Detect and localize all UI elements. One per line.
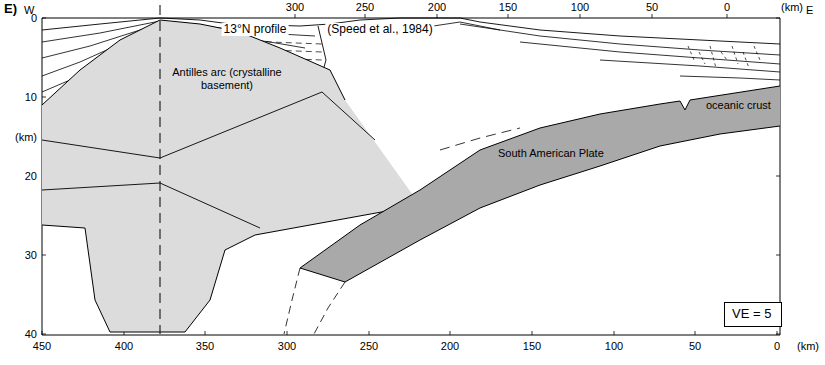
tick (287, 331, 288, 335)
axis-number: 250 (360, 340, 378, 352)
tick (695, 331, 696, 335)
axis-number: 100 (571, 1, 589, 13)
axis-number: 300 (278, 340, 296, 352)
axis-number: 10 (25, 91, 37, 103)
axis-number: 400 (115, 340, 133, 352)
axis-number: 200 (441, 340, 459, 352)
arc-axis-line (160, 5, 161, 334)
tick (776, 18, 780, 19)
plate-label: South American Plate (498, 147, 604, 160)
thrust-fault (710, 46, 716, 68)
tick (42, 18, 46, 19)
sediment-layer (680, 76, 780, 80)
tick (295, 14, 296, 18)
arc-crust-shape (42, 18, 420, 335)
thrust-fault (721, 52, 727, 60)
region-label: Antilles arc (crystalline basement) (168, 66, 286, 91)
axis-number: 300 (286, 1, 304, 13)
panel-letter: E) (4, 2, 17, 16)
direction-label: E (806, 4, 813, 16)
axis-unit: (km) (781, 1, 803, 13)
profile-title: 13°N profile (222, 23, 289, 36)
internal-boundary (42, 183, 260, 228)
axis-number: 150 (499, 1, 517, 13)
subducting-plate-outline (300, 126, 780, 282)
arc-crust-fill (42, 20, 420, 332)
sediment-layer (460, 24, 780, 55)
tick (450, 331, 451, 335)
subducting-plate-fill (300, 86, 780, 282)
tick (776, 334, 780, 335)
subducting-plate: South American Plate oceanic crust (280, 80, 780, 290)
slab-extension (314, 282, 345, 334)
frame (42, 18, 780, 335)
tick (532, 331, 533, 335)
vertical-exaggeration-box: VE = 5 (724, 302, 782, 327)
axis-number: 0 (724, 1, 730, 13)
tick (42, 255, 46, 256)
tick (580, 14, 581, 18)
slab-extension (284, 268, 300, 334)
thrust-fault (732, 46, 738, 64)
tick (776, 176, 780, 177)
axis-number: 450 (33, 340, 51, 352)
crust-label: oceanic crust (706, 99, 771, 112)
axis-number: 20 (25, 170, 37, 182)
axis-number: 0 (774, 340, 780, 352)
tick (369, 331, 370, 335)
sediment-layer (600, 60, 780, 72)
tick (437, 14, 438, 18)
scale-note: VE = 5 (732, 307, 774, 322)
tick (42, 97, 46, 98)
thrust-fault (688, 46, 694, 60)
axis-number: 40 (25, 328, 37, 340)
thrust-fault (743, 52, 749, 68)
tick (365, 14, 366, 18)
tick (42, 334, 46, 335)
internal-boundary (42, 92, 375, 158)
axis-number: 50 (646, 1, 658, 13)
axis-number: 250 (356, 1, 374, 13)
axis-number: 100 (605, 340, 623, 352)
tick (205, 331, 206, 335)
tick (727, 14, 728, 18)
thrust-fault (699, 52, 705, 64)
axis-number: 30 (25, 249, 37, 261)
sediment-layer (520, 42, 780, 64)
axis-number: 200 (428, 1, 446, 13)
tick (776, 255, 780, 256)
subducting-plate-shape (280, 80, 780, 290)
axis-unit: (km) (15, 131, 37, 143)
axis-number: 350 (196, 340, 214, 352)
axis-number: 50 (689, 340, 701, 352)
citation: (Speed et al., 1984) (325, 23, 434, 36)
axis-number: 0 (31, 12, 37, 24)
arc-crust: Antilles arc (crystalline basement) (42, 18, 420, 335)
tick (614, 331, 615, 335)
axis-number: 150 (523, 340, 541, 352)
tick (652, 14, 653, 18)
arc-crust-outline (42, 20, 345, 105)
axis-unit: (km) (797, 340, 819, 352)
tick (508, 14, 509, 18)
subducting-plate-outline (300, 86, 780, 268)
thrust-fault (754, 46, 760, 60)
